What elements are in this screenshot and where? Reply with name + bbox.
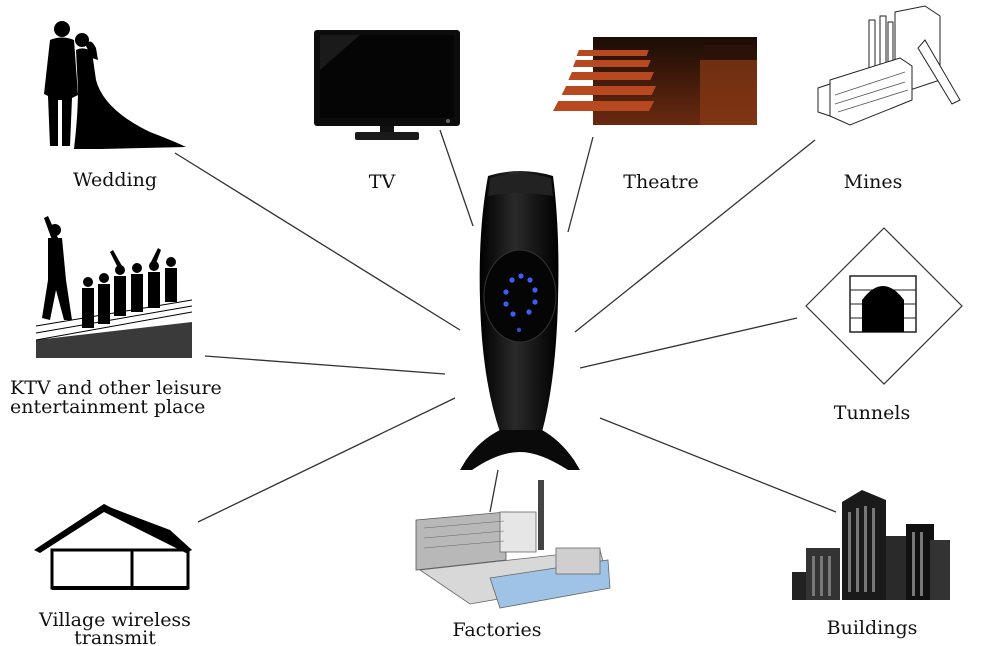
- mines-icon: [817, 5, 961, 126]
- tunnel-icon: [805, 227, 963, 385]
- label-village-line1: Village wireless: [39, 609, 191, 631]
- connector-factories: [489, 469, 499, 513]
- connector-wedding: [174, 152, 461, 331]
- tv-icon: [314, 30, 460, 140]
- factory-icon: [415, 480, 611, 609]
- label-factories: Factories: [452, 619, 542, 641]
- device-icon: [460, 171, 580, 470]
- house-icon: [34, 504, 192, 590]
- label-buildings: Buildings: [826, 617, 918, 639]
- theatre-icon: [552, 37, 757, 125]
- connector-theatre: [567, 136, 594, 233]
- label-ktv-line2: entertainment place: [10, 396, 206, 418]
- connector-ktv: [204, 355, 446, 375]
- connector-tv: [439, 129, 474, 227]
- label-tv: TV: [368, 171, 396, 193]
- wedding-couple-icon: [44, 21, 186, 149]
- connector-tunnels: [579, 317, 798, 369]
- label-mines: Mines: [843, 171, 903, 193]
- label-village-line2: transmit: [74, 627, 156, 646]
- buildings-icon: [792, 490, 950, 600]
- connector-lines: [174, 129, 837, 523]
- connector-village: [197, 397, 456, 523]
- ktv-crowd-icon: [35, 216, 193, 358]
- label-ktv-line1: KTV and other leisure: [10, 377, 222, 399]
- connector-mines: [574, 139, 816, 333]
- label-theatre: Theatre: [623, 171, 699, 193]
- label-tunnels: Tunnels: [833, 402, 911, 424]
- label-wedding: Wedding: [72, 169, 158, 191]
- connector-buildings: [599, 417, 837, 513]
